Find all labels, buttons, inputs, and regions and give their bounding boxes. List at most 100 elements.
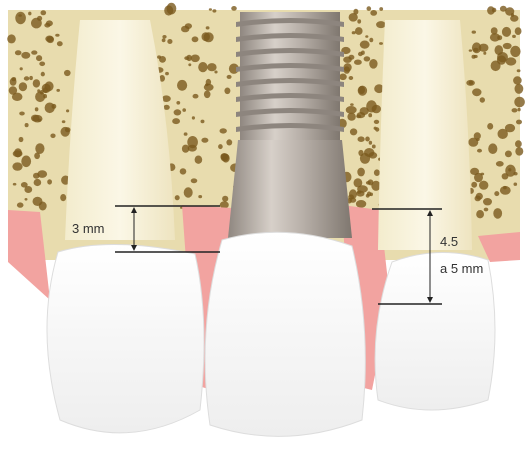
bone-pore: [25, 123, 29, 127]
bone-pore: [369, 38, 373, 43]
bone-pore: [357, 168, 365, 177]
bone-pore: [24, 76, 30, 80]
bone-pore: [497, 35, 502, 40]
bone-pore: [192, 116, 195, 119]
bone-pore: [468, 138, 478, 147]
bone-pore: [163, 105, 169, 110]
bone-pore: [29, 76, 33, 80]
bone-pore: [57, 41, 63, 46]
bone-pore: [201, 138, 208, 143]
bone-pore: [375, 127, 379, 131]
bone-pore: [7, 34, 16, 43]
bone-pore: [180, 168, 187, 174]
bone-pore: [33, 79, 40, 87]
bone-pore: [21, 52, 30, 59]
bone-pore: [472, 88, 481, 96]
bone-pore: [44, 23, 50, 28]
bone-pore: [474, 55, 478, 58]
bone-pore: [201, 120, 205, 124]
bone-pore: [372, 145, 376, 149]
bone-pore: [353, 9, 358, 15]
bone-pore: [34, 179, 42, 186]
bone-pore: [167, 39, 172, 44]
bone-pore: [174, 109, 182, 115]
bone-pore: [471, 182, 477, 188]
bone-pore: [358, 86, 365, 94]
bone-pore: [35, 107, 39, 111]
bone-pore: [358, 136, 365, 142]
bone-pore: [28, 12, 31, 16]
bone-pore: [493, 208, 502, 219]
bone-pore: [15, 12, 26, 24]
bone-pore: [25, 198, 28, 201]
bone-pore: [349, 189, 357, 199]
bone-pore: [483, 198, 492, 205]
bone-pore: [488, 143, 497, 154]
bone-pore: [370, 10, 377, 16]
bone-pore: [369, 59, 377, 69]
bone-pore: [514, 97, 525, 108]
bone-pore: [484, 208, 489, 212]
bone-pore: [19, 82, 27, 91]
bone-pore: [475, 196, 481, 202]
bone-pore: [364, 148, 374, 157]
bone-pore: [184, 56, 189, 60]
bone-pore: [9, 86, 17, 95]
bone-pore: [231, 6, 237, 11]
bone-pore: [515, 147, 523, 156]
bone-pore: [515, 140, 522, 147]
bone-pore: [218, 144, 223, 149]
bone-pore: [366, 194, 370, 198]
bone-pore: [365, 35, 368, 38]
bone-pore: [212, 9, 216, 12]
bone-pore: [198, 195, 202, 198]
bone-pore: [55, 34, 59, 37]
bone-pore: [479, 181, 488, 190]
bone-pore: [39, 202, 47, 211]
left-measure-label: 3 mm: [72, 221, 105, 236]
bone-pore: [191, 178, 198, 183]
bone-pore: [227, 75, 232, 79]
bone-pore: [346, 106, 357, 114]
implant-crown: [205, 232, 365, 436]
bone-pore: [188, 63, 191, 66]
bone-pore: [182, 108, 186, 112]
bone-pore: [516, 120, 522, 125]
bone-pore: [50, 134, 55, 139]
bone-pore: [512, 35, 516, 38]
left-tooth-crown: [47, 244, 204, 432]
bone-pore: [220, 128, 227, 133]
bone-pore: [358, 52, 363, 56]
bone-pore: [13, 183, 17, 186]
bone-pore: [214, 71, 217, 74]
bone-pore: [505, 151, 512, 158]
bone-pore: [517, 69, 521, 72]
bone-pore: [364, 56, 371, 61]
bone-pore: [350, 103, 354, 106]
bone-pore: [491, 27, 498, 34]
bone-pore: [45, 36, 53, 43]
bone-pore: [515, 84, 524, 94]
bone-pore: [366, 100, 377, 112]
bone-pore: [349, 76, 354, 80]
bone-pore: [369, 141, 372, 145]
bone-pore: [495, 45, 504, 55]
bone-pore: [513, 76, 522, 84]
bone-pore: [513, 172, 517, 175]
bone-pore: [366, 181, 371, 185]
bone-pore: [365, 137, 370, 142]
bone-pore: [60, 194, 66, 201]
bone-pore: [172, 118, 180, 124]
bone-pore: [184, 132, 188, 135]
bone-pore: [177, 80, 187, 91]
bone-pore: [37, 170, 47, 178]
bone-pore: [347, 113, 355, 121]
bone-pore: [159, 56, 166, 63]
bone-pore: [31, 50, 37, 54]
bone-pore: [20, 67, 23, 70]
bone-pore: [339, 74, 347, 81]
bone-pore: [356, 115, 361, 119]
bone-pore: [343, 57, 352, 63]
bone-pore: [17, 202, 24, 207]
